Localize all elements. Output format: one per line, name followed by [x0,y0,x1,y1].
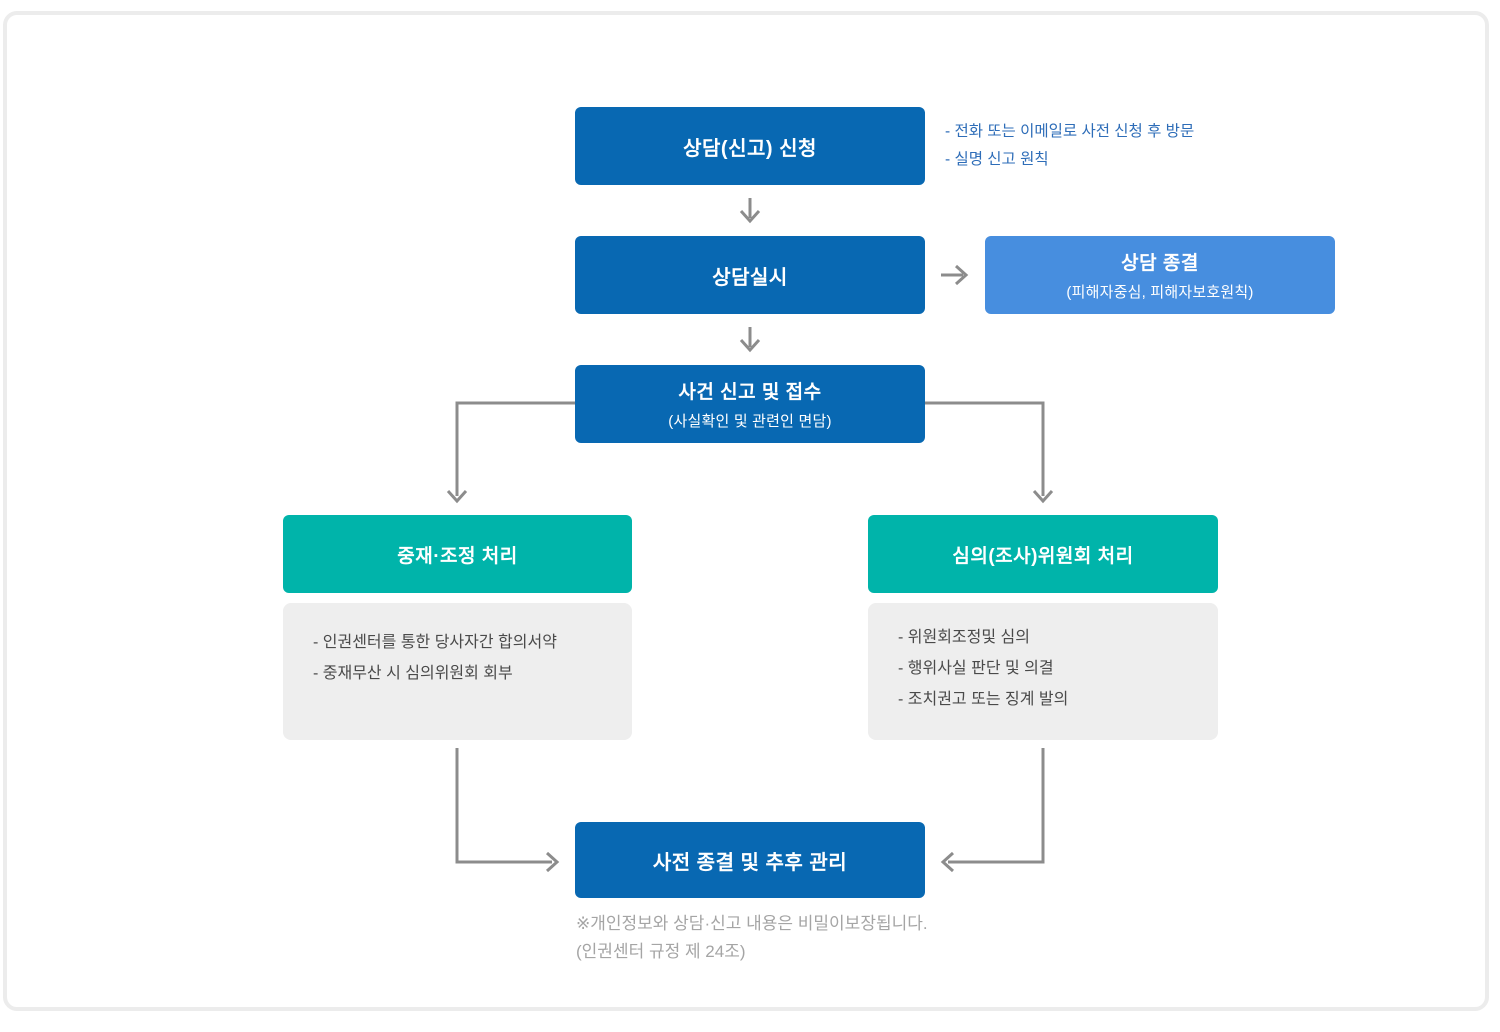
branch-mediation-item: - 중재무산 시 심의위원회 회부 [313,665,513,682]
step-apply-note-line: - 실명 신고 원칙 [945,151,1049,168]
branch-mediation-item: - 인권센터를 통한 당사자간 합의서약 [313,634,557,651]
step-consult-end-label: 상담 종결 [1121,253,1199,274]
step-apply-note-line: - 전화 또는 이메일로 사전 신청 후 방문 [945,123,1195,140]
footnote-line: ※개인정보와 상담·신고 내용은 비밀이보장됩니다. [576,914,928,933]
step-final-label: 사전 종결 및 추후 관리 [652,851,848,874]
branch-committee-box: 심의(조사)위원회 처리 [868,515,1218,593]
confidentiality-footnote: ※개인정보와 상담·신고 내용은 비밀이보장됩니다. (인권센터 규정 제 24… [576,910,928,966]
branch-mediation-label: 중재·조정 처리 [397,545,518,567]
branch-mediation-panel: - 인권센터를 통한 당사자간 합의서약 - 중재무산 시 심의위원회 회부 [283,603,632,740]
step-report-label: 사건 신고 및 접수 [678,382,822,403]
branch-committee-label: 심의(조사)위원회 처리 [952,545,1134,567]
step-consult-box: 상담실시 [575,236,925,314]
branch-committee-item: - 위원회조정및 심의 [898,629,1030,646]
branch-committee-item: - 행위사실 판단 및 의결 [898,660,1054,677]
footnote-line: (인권센터 규정 제 24조) [576,942,746,961]
branch-committee-panel: - 위원회조정및 심의 - 행위사실 판단 및 의결 - 조치권고 또는 징계 … [868,603,1218,740]
step-report-sublabel: (사실확인 및 관련인 면담) [668,413,832,430]
step-consult-label: 상담실시 [712,266,788,289]
step-apply-label: 상담(신고) 신청 [683,137,817,160]
step-final-box: 사전 종결 및 추후 관리 [575,822,925,898]
step-apply-box: 상담(신고) 신청 [575,107,925,185]
step-consult-end-box: 상담 종결 (피해자중심, 피해자보호원칙) [985,236,1335,314]
step-report-box: 사건 신고 및 접수 (사실확인 및 관련인 면담) [575,365,925,443]
step-consult-end-sublabel: (피해자중심, 피해자보호원칙) [1066,284,1254,301]
step-apply-notes: - 전화 또는 이메일로 사전 신청 후 방문 - 실명 신고 원칙 [945,118,1194,174]
branch-committee-item: - 조치권고 또는 징계 발의 [898,691,1069,708]
branch-mediation-box: 중재·조정 처리 [283,515,632,593]
